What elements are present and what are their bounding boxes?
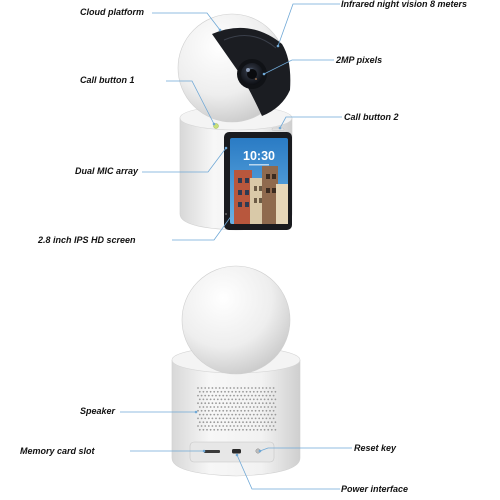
power-port[interactable] [232, 449, 241, 454]
screen-time: 10:30 [243, 149, 275, 163]
label-speaker: Speaker [80, 406, 116, 416]
memory-card-slot[interactable] [204, 450, 220, 453]
lcd-screen: 10:30 [224, 132, 292, 230]
label-call-button-2: Call button 2 [344, 112, 399, 122]
camera-front-view: 10:30 [177, 13, 293, 231]
mic-hole-2 [225, 213, 227, 215]
call-button-2[interactable] [271, 127, 285, 131]
label-call-button-1: Call button 1 [80, 75, 135, 85]
label-infrared-night-vision: Infrared night vision 8 meters [341, 0, 468, 9]
label-power-interface: Power interface [341, 484, 409, 494]
label-dual-mic-array: Dual MIC array [75, 166, 139, 176]
label-ips-screen: 2.8 inch IPS HD screen [38, 235, 136, 245]
label-memory-card-slot: Memory card slot [20, 446, 95, 456]
camera-dome-rear [181, 265, 291, 375]
camera-lens [237, 59, 267, 89]
label-2mp-pixels: 2MP pixels [336, 55, 383, 65]
label-cloud-platform: Cloud platform [80, 7, 144, 17]
camera-dome [177, 13, 291, 123]
label-reset-key: Reset key [354, 443, 397, 453]
callout-lines [120, 3, 352, 490]
speaker-grille [197, 387, 277, 431]
port-panel [189, 441, 275, 463]
camera-rear-view [171, 265, 301, 477]
